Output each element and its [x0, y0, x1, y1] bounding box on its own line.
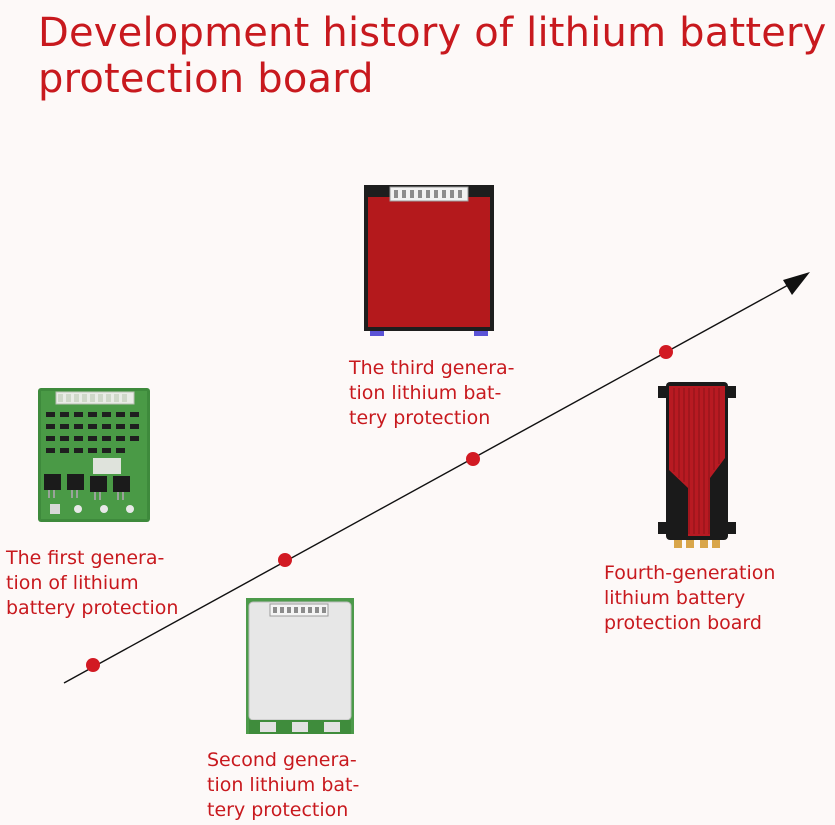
- green-pcb-board-image: [38, 388, 150, 522]
- milestone-caption-first: The first genera- tion of lithium batter…: [6, 547, 179, 619]
- milestone-dot: [659, 345, 673, 359]
- red-board-image: [364, 185, 494, 336]
- milestone-dot: [86, 658, 100, 672]
- milestone-dot: [466, 452, 480, 466]
- milestone-caption-fourth: Fourth-generation lithium battery protec…: [604, 562, 776, 634]
- milestone-dot: [278, 553, 292, 567]
- timeline-arrowhead: [783, 272, 810, 295]
- milestone-caption-second: Second genera- tion lithium bat- tery pr…: [207, 749, 360, 821]
- milestone-caption-third: The third genera- tion lithium bat- tery…: [349, 357, 515, 429]
- red-housing-board-image: [658, 382, 736, 548]
- page-title: Development history of lithium battery p…: [38, 10, 827, 102]
- white-board-image: [246, 598, 354, 734]
